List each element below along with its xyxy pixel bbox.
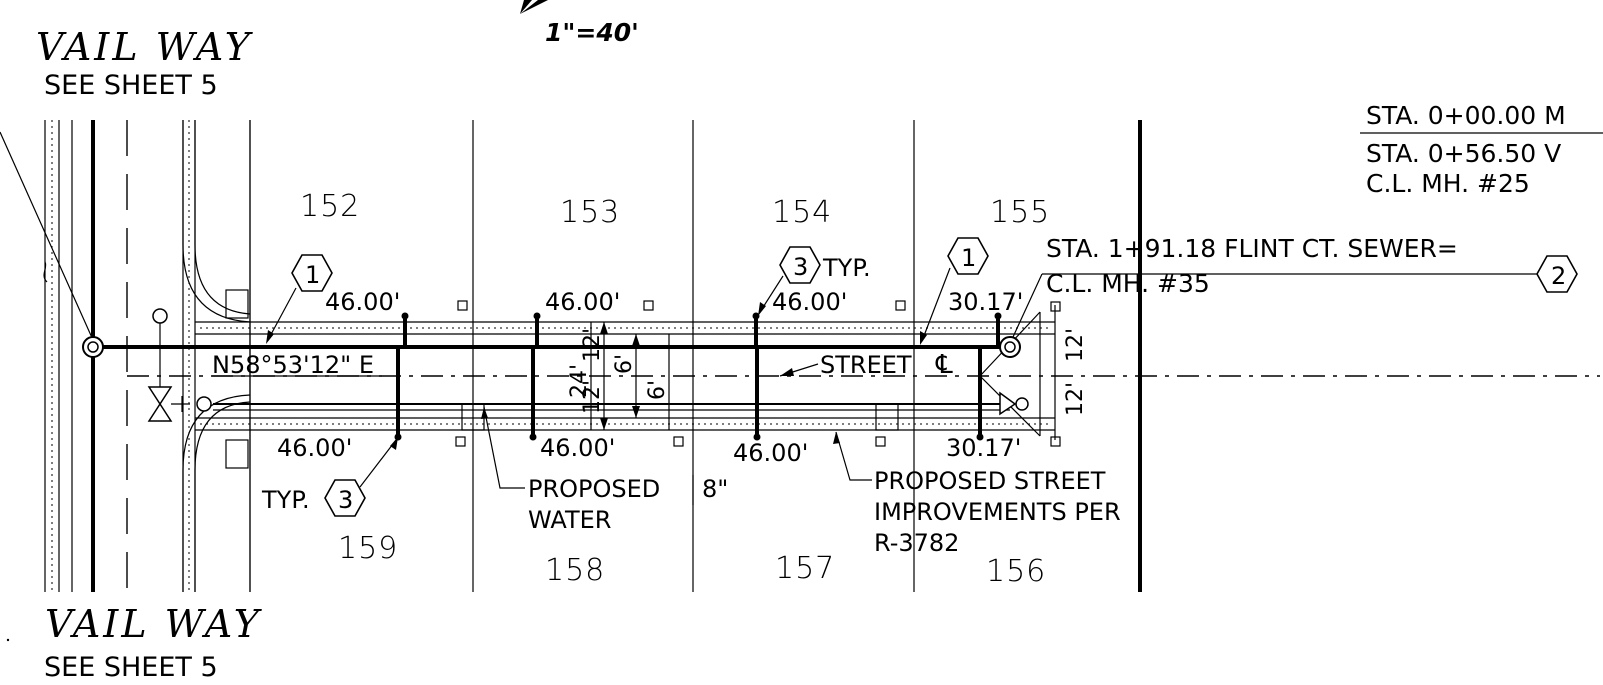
manhole-label-35: C.L. MH. #35 <box>1046 269 1210 298</box>
top-street-name: VAIL WAY <box>36 25 254 69</box>
north-arrow-icon <box>520 0 548 14</box>
lot-number-157: 157 <box>775 551 835 586</box>
street-note-line1: PROPOSED STREET <box>874 467 1106 495</box>
frontage-dim-north-154: 46.00' <box>772 288 847 316</box>
frontage-dim-north-153: 46.00' <box>545 288 620 316</box>
lot-corner-markers <box>455 300 1061 447</box>
frontage-dim-south-158: 46.00' <box>540 434 615 462</box>
callout-3-top-number: 3 <box>793 253 808 281</box>
callout-2 <box>1536 255 1578 293</box>
bottom-street-sheet-ref: SEE SHEET 5 <box>44 652 218 683</box>
frontage-dim-south-156: 30.17' <box>946 434 1021 462</box>
station-label-1: STA. 0+00.00 M <box>1366 101 1566 130</box>
callout-3-bottom-typ: TYP. <box>261 486 310 514</box>
lot-number-152: 152 <box>300 189 360 224</box>
row-half-dim-top: 12' <box>580 328 605 362</box>
gate-valve-icon <box>147 386 190 422</box>
callout-3-top <box>758 246 821 316</box>
frontage-dim-south-159: 46.00' <box>277 434 352 462</box>
water-main <box>213 403 1010 411</box>
sidewalk-dim-top: 6' <box>612 354 637 374</box>
callout-1-right <box>920 237 989 345</box>
right-half-dim-top: 12' <box>1063 328 1088 362</box>
callout-3-bottom-number: 3 <box>338 486 353 514</box>
lot-number-159: 159 <box>338 531 398 566</box>
manhole-icon <box>999 336 1021 358</box>
water-note-size: 8" <box>702 475 728 503</box>
frontage-dim-north-152: 46.00' <box>325 288 400 316</box>
top-street-sheet-ref: SEE SHEET 5 <box>44 70 218 101</box>
lot-lines <box>249 120 1142 592</box>
sidewalk-dim-bottom: 6' <box>645 380 670 400</box>
right-half-dim-bottom: 12' <box>1063 382 1088 416</box>
scale-label: 1"=40' <box>545 18 639 47</box>
callout-1-left-number: 1 <box>305 261 320 289</box>
bottom-street-name: VAIL WAY <box>45 602 263 646</box>
water-note-line1: PROPOSED <box>528 475 660 503</box>
manhole-label-25: C.L. MH. #25 <box>1366 169 1530 198</box>
station-label-2: STA. 0+56.50 V <box>1366 139 1561 168</box>
hydrant-icon <box>152 308 1029 416</box>
lot-number-158: 158 <box>545 553 605 588</box>
frontage-dim-north-155: 30.17' <box>948 288 1023 316</box>
callout-3-bottom <box>324 437 398 517</box>
callout-1-left <box>266 254 333 344</box>
street-note-line3: R-3782 <box>874 529 959 557</box>
centerline-symbol: ℄ <box>935 350 953 380</box>
sewer-services-north <box>401 312 1002 347</box>
callout-1-right-number: 1 <box>961 244 976 272</box>
callout-3-top-typ: TYP. <box>822 254 871 282</box>
street-note-line2: IMPROVEMENTS PER <box>874 498 1121 526</box>
lot-number-155: 155 <box>990 195 1050 230</box>
callout-2-number: 2 <box>1551 262 1566 290</box>
flint-court-street <box>127 305 1600 440</box>
sewer-services-south <box>394 347 984 441</box>
water-note-line2: WATER <box>528 506 611 534</box>
water-note-leader <box>481 406 525 489</box>
lot-number-153: 153 <box>560 195 620 230</box>
frontage-dim-south-157: 46.00' <box>733 439 808 467</box>
bearing-label: N58°53'12" E <box>212 351 374 379</box>
street-centerline-label: STREET <box>820 351 912 379</box>
row-total-dim: 24' <box>567 364 592 398</box>
lot-number-156: 156 <box>986 554 1046 589</box>
row-half-dim-bottom: 12' <box>580 380 605 414</box>
row-dimension-lines <box>590 322 670 430</box>
manhole-icon <box>82 336 104 358</box>
lot-number-154: 154 <box>772 195 832 230</box>
station-label-3: STA. 1+91.18 FLINT CT. SEWER= <box>1046 234 1458 263</box>
street-note-leader <box>833 431 872 481</box>
